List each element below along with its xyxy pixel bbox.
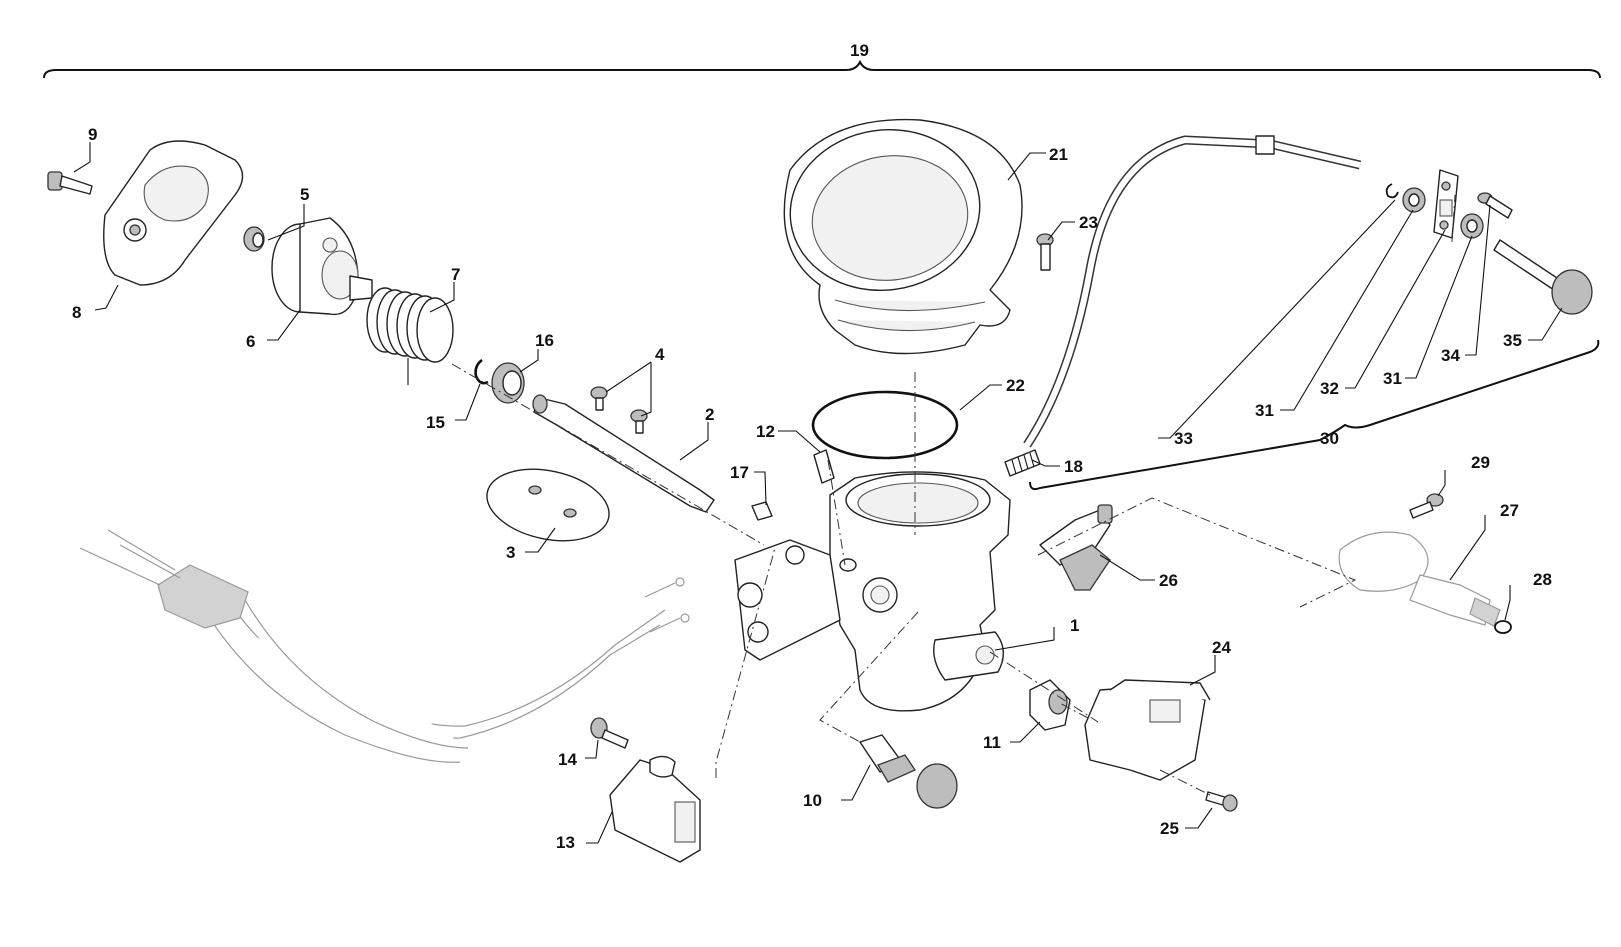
callout-16: 16: [535, 331, 554, 350]
grub-screw-part-12: [813, 449, 835, 484]
bushing-part-11: [1029, 679, 1071, 731]
callout-25: 25: [1160, 819, 1179, 838]
return-spring-part-7: [366, 287, 454, 385]
callout-22: 22: [1006, 376, 1025, 395]
callout-34: 34: [1441, 346, 1460, 365]
callout-14: 14: [558, 750, 577, 769]
callout-10: 10: [803, 791, 822, 810]
callout-18: 18: [1064, 457, 1083, 476]
callout-31-left: 31: [1255, 401, 1274, 420]
circlip-part-15: [474, 358, 489, 385]
bearing-part-16: [491, 362, 525, 404]
callout-labels: 19 9 8 5 6 7 15 16 4 2 3 12 17 21 23 22 …: [72, 41, 1552, 852]
screws-part-4: [590, 386, 648, 434]
callout-31-right: 31: [1383, 369, 1402, 388]
pulley-part-6: [271, 217, 373, 316]
callout-28: 28: [1533, 570, 1552, 589]
callout-19: 19: [850, 41, 869, 60]
map-sensor-part-13: [609, 755, 701, 863]
callout-29: 29: [1471, 453, 1490, 472]
callout-27: 27: [1500, 501, 1519, 520]
cover-part-8: [103, 140, 244, 286]
callout-35: 35: [1503, 331, 1522, 350]
callout-21: 21: [1049, 145, 1068, 164]
callout-24: 24: [1212, 638, 1231, 657]
callout-leaders: [73, 142, 1563, 844]
callout-23: 23: [1079, 213, 1098, 232]
throttle-position-sensor-part-24: [1084, 679, 1211, 781]
temperature-sensor-part-10: [859, 734, 958, 809]
callout-1: 1: [1070, 616, 1079, 635]
washer-part-5: [243, 226, 265, 252]
screw-part-23: [1036, 233, 1054, 271]
callout-4: 4: [655, 345, 665, 364]
callout-6: 6: [246, 332, 255, 351]
callout-12: 12: [756, 422, 775, 441]
screw-part-25: [1205, 791, 1238, 812]
breather-tube-inner: [1024, 136, 1361, 447]
callout-11: 11: [983, 733, 1001, 752]
callout-9: 9: [88, 125, 97, 144]
screw-part-9: [47, 171, 93, 195]
tube-clip: [1255, 135, 1275, 155]
assembly-bracket-30: [1029, 339, 1600, 491]
callout-33: 33: [1174, 429, 1193, 448]
breather-tube-part-33: [1023, 135, 1362, 448]
assembly-axis-lines: [451, 194, 1456, 796]
callout-26: 26: [1159, 571, 1178, 590]
grub-screw-part-17: [751, 501, 773, 521]
callout-17: 17: [730, 463, 749, 482]
intake-boot-part-21: [783, 118, 1023, 355]
screw-part-14: [590, 717, 629, 749]
callout-3: 3: [506, 543, 515, 562]
callout-5: 5: [300, 185, 309, 204]
callout-13: 13: [556, 833, 575, 852]
callout-30: 30: [1320, 429, 1339, 448]
callout-7: 7: [451, 265, 460, 284]
callout-32: 32: [1320, 379, 1339, 398]
screw-part-29: [1409, 493, 1444, 519]
injector-part-26: [1039, 504, 1113, 591]
idle-adjuster-assembly: [1385, 169, 1593, 315]
callout-8: 8: [72, 303, 81, 322]
throttle-body-part-1: [734, 471, 1011, 712]
o-ring-part-22: [811, 390, 959, 460]
o-ring-part-28: [1494, 620, 1512, 634]
callout-2: 2: [705, 405, 714, 424]
lever-part-27: [1338, 531, 1501, 627]
callout-15: 15: [426, 413, 445, 432]
assembly-bracket-19: [43, 59, 1601, 79]
throttle-cables: [79, 529, 690, 763]
throttle-plate-part-3: [486, 468, 610, 542]
spring-part-18: [1004, 449, 1041, 477]
